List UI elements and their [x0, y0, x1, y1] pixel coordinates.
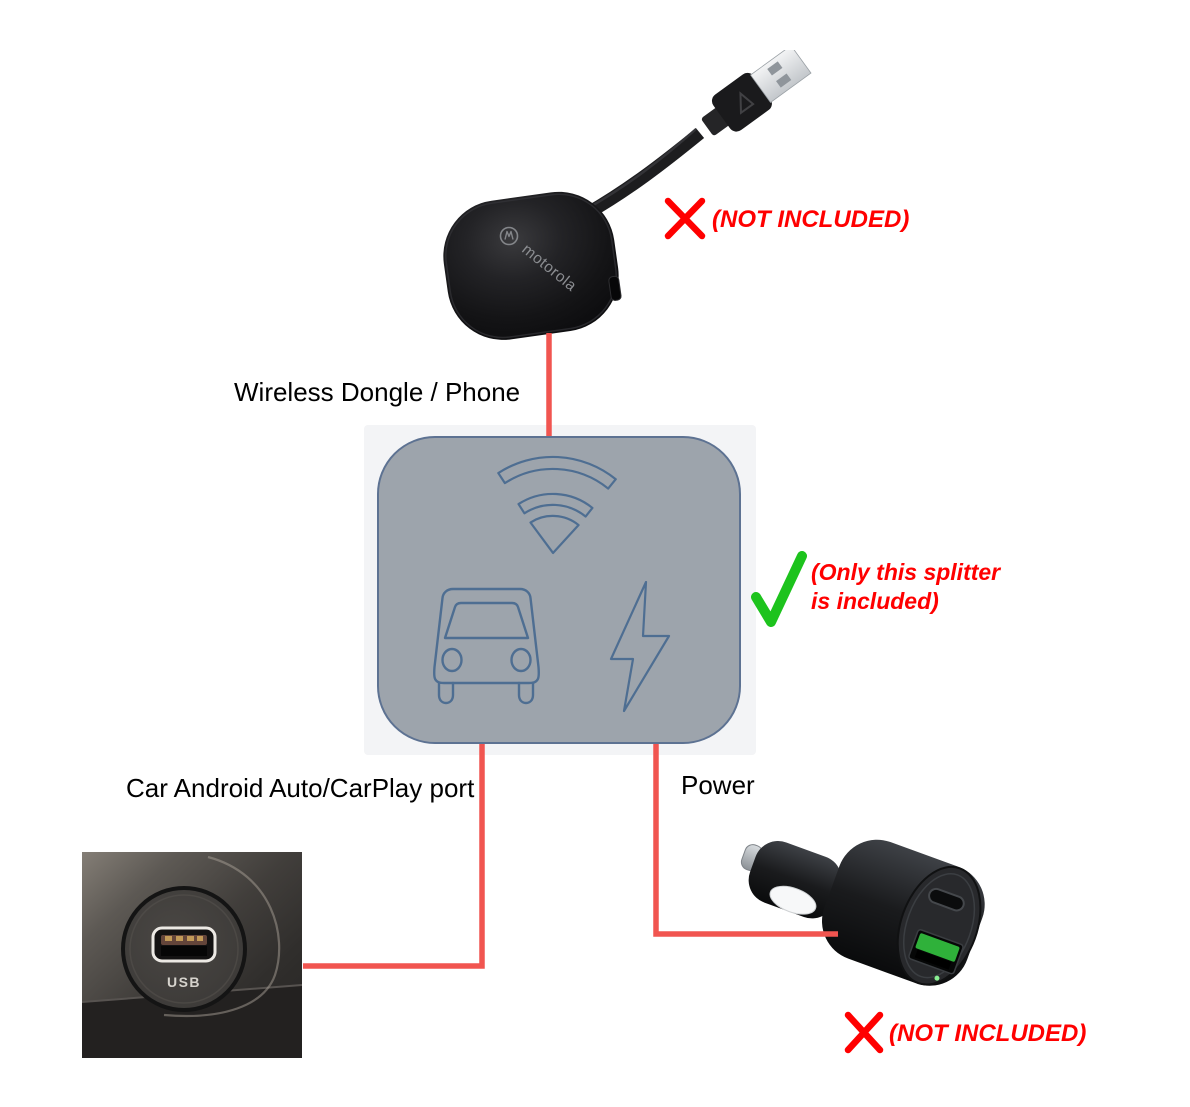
usb-c-port	[928, 887, 965, 912]
usb-a-tongue-green	[915, 933, 960, 962]
car-usb-port-photo: USB	[82, 852, 302, 1058]
car-charger-graphic	[740, 839, 985, 986]
usb-label: USB	[167, 974, 201, 990]
motorola-logo-icon	[499, 226, 519, 246]
connector-overmold	[711, 72, 772, 132]
car-usb-port-graphic: USB	[82, 852, 302, 1058]
wireless-dongle-graphic: motorola	[443, 50, 812, 340]
splitter-included-line2: is included)	[811, 588, 939, 614]
connector-arrow-glyph	[739, 91, 755, 115]
usb-a-connector	[701, 50, 812, 136]
lightning-bolt-icon	[609, 581, 671, 713]
dongle-puck	[443, 191, 622, 340]
red-x-icon	[664, 197, 706, 240]
wireless-dongle-label: Wireless Dongle / Phone	[234, 377, 521, 407]
splitter-included-note: (Only this splitter is included)	[811, 558, 1000, 616]
car-icon	[432, 587, 541, 705]
green-check-icon	[751, 551, 807, 627]
usb-tongue	[161, 935, 207, 945]
splitter-included-line1: (Only this splitter	[811, 559, 1001, 585]
car-port-label: Car Android Auto/CarPlay port	[126, 773, 475, 803]
dongle-not-included-note: (NOT INCLUDED)	[712, 206, 910, 233]
dongle-side-port	[608, 275, 622, 301]
dongle-cable	[584, 127, 705, 219]
connector-metal-shell	[749, 50, 812, 104]
wifi-icon	[497, 455, 617, 555]
trim-edge-highlight	[163, 855, 281, 1018]
splitter-box	[377, 436, 741, 744]
charger-led	[934, 975, 940, 981]
charger-not-included-note: (NOT INCLUDED)	[889, 1020, 1087, 1047]
power-label: Power	[681, 770, 755, 800]
charger-body	[740, 839, 985, 986]
red-x-icon	[844, 1011, 884, 1054]
